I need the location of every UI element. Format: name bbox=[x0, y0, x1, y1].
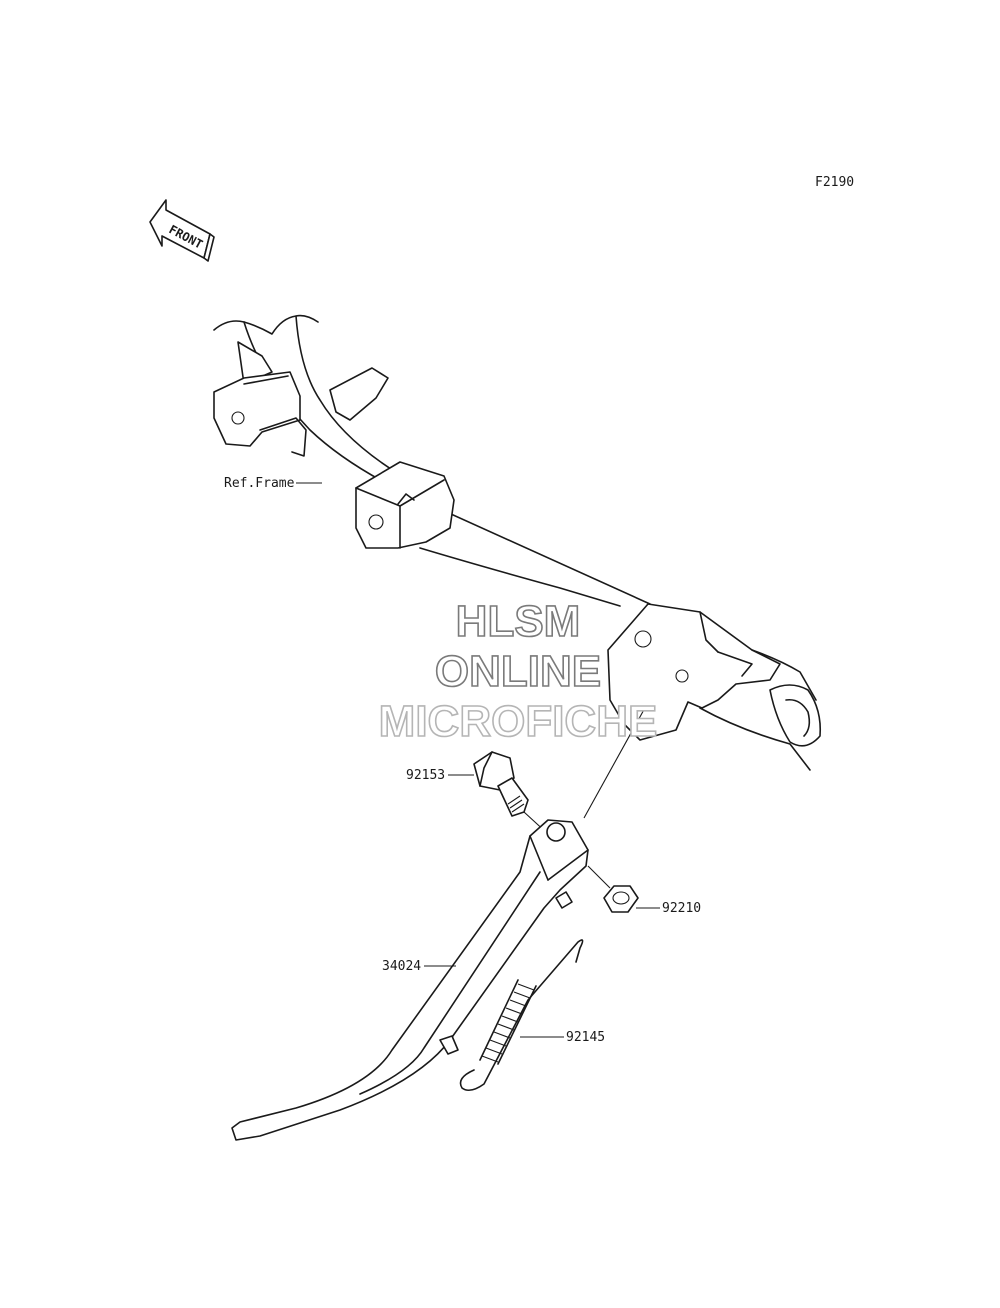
label-spring: 92145 bbox=[566, 1030, 605, 1045]
figure-code: F2190 bbox=[815, 175, 854, 190]
bolt-drawing bbox=[473, 751, 549, 835]
watermark-line2: ONLINE bbox=[435, 647, 601, 696]
watermark-line1: HLSM bbox=[456, 597, 581, 646]
label-nut: 92210 bbox=[662, 901, 701, 916]
side-stand-drawing bbox=[231, 819, 589, 1141]
spring-drawing bbox=[459, 939, 584, 1092]
label-side-stand: 34024 bbox=[382, 959, 421, 974]
pivot-leader bbox=[583, 705, 647, 819]
nut-drawing bbox=[587, 865, 639, 913]
front-arrow-icon: FRONT bbox=[149, 199, 215, 262]
frame-drawing bbox=[213, 314, 822, 771]
watermark-line3: MICROFICHE bbox=[379, 697, 658, 746]
label-ref-frame: Ref.Frame bbox=[224, 476, 295, 491]
watermark: HLSM ONLINE MICROFICHE bbox=[378, 596, 658, 747]
label-bolt: 92153 bbox=[406, 768, 445, 783]
